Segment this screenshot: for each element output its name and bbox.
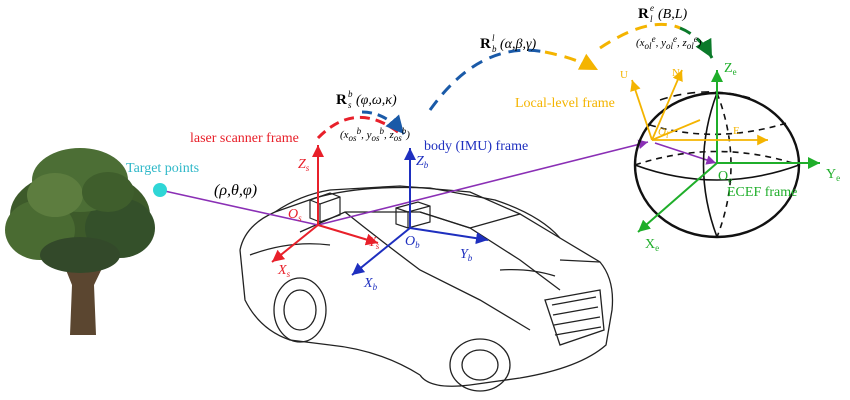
svg-text:l: l: [650, 14, 653, 24]
ray-local-to-ecef: [654, 142, 717, 165]
car-icon: [239, 185, 614, 392]
svg-text:R: R: [336, 92, 347, 108]
svg-text:b: b: [492, 44, 497, 54]
svg-text:Xe: Xe: [645, 237, 659, 253]
svg-text:Ye: Ye: [826, 167, 840, 183]
imu-axis-labels: Zb Xb Yb Ob: [363, 154, 473, 292]
svg-text:Ys: Ys: [368, 235, 380, 251]
ray-target-to-scanner: [159, 189, 319, 226]
svg-text:Ob: Ob: [405, 234, 420, 250]
target-points-label: Target points: [126, 161, 199, 176]
rotation-bl-label: R l b (α,β,γ): [480, 33, 537, 54]
spherical-coords-label: (ρ,θ,φ): [214, 182, 257, 199]
svg-text:Os: Os: [288, 207, 302, 223]
rotation-le-label: R e l (B,L): [638, 3, 688, 24]
svg-text:(B,L): (B,L): [658, 7, 688, 22]
imu-axes: [351, 148, 489, 276]
svg-text:Zb: Zb: [416, 154, 429, 170]
svg-text:s: s: [348, 100, 352, 110]
svg-text:(φ,ω,κ): (φ,ω,κ): [356, 93, 397, 108]
svg-text:e: e: [650, 3, 654, 13]
ecef-axis-labels: Ze Ye Xe Oe: [645, 61, 840, 253]
ray-scanner-to-local: [317, 139, 649, 226]
scanner-axis-labels: Zs Xs Ys Os: [277, 157, 380, 279]
svg-text:(α,β,γ): (α,β,γ): [500, 37, 537, 52]
svg-text:Xs: Xs: [277, 263, 291, 279]
imu-box: [395, 201, 431, 229]
svg-text:E: E: [733, 125, 740, 137]
rotation-sb-label: R b s (φ,ω,κ): [336, 89, 397, 110]
svg-text:(xosb, yosb, zosb): (xosb, yosb, zosb): [340, 126, 410, 143]
body-frame-label: body (IMU) frame: [424, 139, 528, 154]
globe-lines: [634, 91, 800, 238]
offset-le-label: (xole, yole, zole): [636, 34, 702, 51]
svg-text:b: b: [348, 89, 353, 99]
tree-icon: [5, 148, 155, 335]
svg-text:l: l: [492, 33, 495, 43]
local-axis-labels: U N E Ol: [620, 67, 740, 140]
ecef-axes: [637, 70, 820, 233]
svg-text:Ze: Ze: [724, 61, 737, 77]
scanner-box: [309, 192, 341, 223]
arc-imu-to-local: [428, 48, 546, 111]
svg-text:Ol: Ol: [658, 126, 669, 140]
arc-local-to-ecef-tail: [679, 26, 714, 59]
arc-scanner-to-imu-tail: [361, 110, 406, 135]
arc-local-to-ecef: [599, 22, 681, 50]
svg-text:Oe: Oe: [718, 169, 732, 185]
svg-text:Xb: Xb: [363, 276, 378, 292]
scanner-axes: [271, 145, 379, 263]
svg-text:(xole, yole, zole): (xole, yole, zole): [636, 34, 702, 51]
svg-text:R: R: [480, 36, 491, 52]
offset-sb-label: (xosb, yosb, zosb): [340, 126, 410, 143]
local-frame-label: Local-level frame: [515, 96, 615, 111]
laser-frame-label: laser scanner frame: [190, 131, 299, 146]
svg-text:U: U: [620, 69, 628, 81]
ecef-frame-label: ECEF frame: [727, 185, 797, 200]
svg-text:N: N: [672, 67, 680, 79]
arc-imu-to-local-tail: [544, 50, 599, 72]
svg-text:R: R: [638, 6, 649, 22]
local-axes: [630, 69, 768, 146]
svg-text:Yb: Yb: [460, 247, 473, 263]
svg-text:Zs: Zs: [298, 157, 310, 173]
target-point: [153, 183, 167, 197]
